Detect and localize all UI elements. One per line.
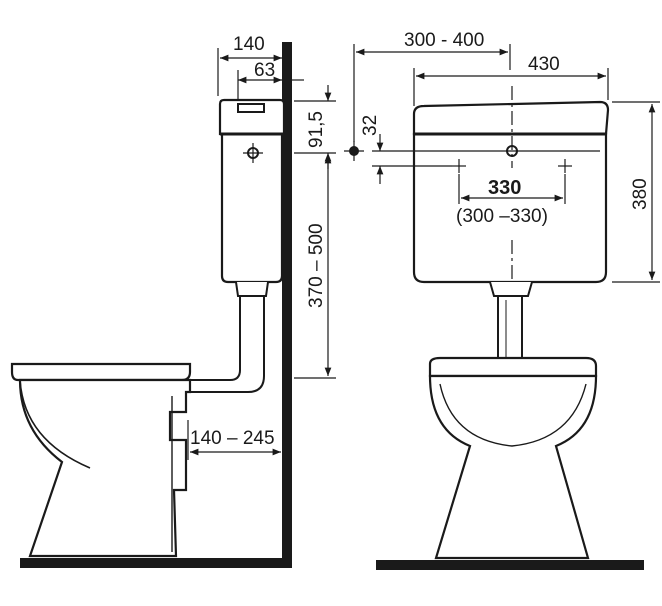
dim-side-bowl-wall-distance: 140 – 245 [187, 420, 281, 460]
dim-front-hole-drop: 32 [360, 115, 600, 184]
label-side-tank-depth: 140 [233, 34, 265, 55]
label-side-hole-offset: 63 [254, 60, 275, 81]
front-flush-pipe [497, 296, 523, 360]
side-toilet-bowl [10, 362, 192, 558]
front-toilet-bowl [428, 356, 598, 560]
dim-front-tank-width: 430 [413, 54, 609, 106]
side-flush-pipe [189, 296, 265, 393]
side-cistern [218, 98, 286, 297]
side-floor [20, 558, 292, 568]
label-side-bowl-wall-distance: 140 – 245 [190, 428, 275, 449]
label-front-tank-height: 380 [630, 178, 651, 210]
label-front-hole-drop: 32 [360, 115, 381, 136]
front-floor [376, 560, 644, 570]
label-front-tank-width: 430 [528, 54, 560, 75]
dim-side-tank-depth: 140 [217, 34, 285, 96]
dim-side-hole-offset: 63 [237, 60, 304, 100]
dim-side-lid-height: 91,5 [294, 85, 336, 169]
dim-front-tank-height: 380 [612, 101, 660, 283]
front-view: 300 - 400 430 32 330 (300 –330) [344, 30, 660, 570]
label-front-hole-offset-range: 300 - 400 [404, 30, 484, 51]
side-wall [282, 42, 292, 568]
label-front-fixing-spacing-range: (300 –330) [456, 206, 548, 227]
dim-side-tank-height-range: 370 – 500 [294, 155, 336, 379]
label-side-lid-height: 91,5 [306, 111, 327, 148]
front-cistern [412, 86, 610, 297]
label-side-tank-height-range: 370 – 500 [306, 223, 327, 308]
dim-front-hole-offset-range: 300 - 400 [353, 30, 511, 142]
side-view: 140 63 91,5 370 – 500 140 – 245 [10, 34, 336, 568]
label-front-fixing-spacing: 330 [488, 177, 521, 199]
dim-front-fixing-spacing: 330 (300 –330) [456, 174, 566, 227]
